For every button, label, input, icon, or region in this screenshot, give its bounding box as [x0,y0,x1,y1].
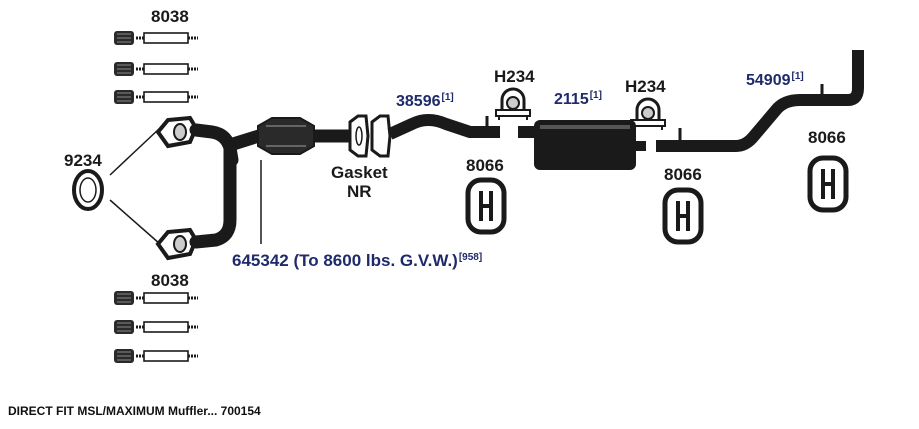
hanger-isolator-3 [810,158,846,210]
hanger-isolator-2 [665,190,701,242]
converter-part-label[interactable]: 645342 (To 8600 lbs. G.V.W.)[958] [232,252,482,269]
bolt-kit-bottom [112,289,200,365]
flange-pair [348,114,392,158]
converter-part-number: 645342 (To 8600 lbs. G.V.W.) [232,251,458,270]
converter-part-note: [958] [458,252,483,263]
clamp-left-label: H234 [494,67,535,86]
y-pipe [189,123,269,249]
front-pipe-part-note: [1] [441,92,454,103]
hanger-2-label: 8066 [664,165,702,184]
clamp-left [494,87,532,122]
clamp-right-label: H234 [625,77,666,96]
front-pipe-part-label[interactable]: 38596[1] [396,93,454,110]
gasket-nr-label-line2: NR [347,182,372,201]
hardware-top-label: 8038 [151,7,189,26]
front-pipe-part-number: 38596 [396,93,441,110]
muffler-body [518,120,646,170]
tailpipe-part-number: 54909 [746,72,791,89]
front-pipe [387,114,500,140]
hanger-isolator-1 [468,180,504,232]
clamp-right [629,97,667,132]
hardware-bottom-label: 8038 [151,271,189,290]
bolt-kit-top [112,29,200,106]
muffler-part-number: 2115 [554,91,589,108]
tailpipe-part-label[interactable]: 54909[1] [746,72,804,89]
gasket-ring [72,169,104,211]
gasket-callout-lines [109,127,161,245]
muffler-part-note: [1] [589,90,602,101]
muffler-part-label[interactable]: 2115[1] [554,91,602,108]
diagram-caption: DIRECT FIT MSL/MAXIMUM Muffler... 700154 [8,404,261,418]
manifold-flange-bottom [155,227,199,261]
gasket-label: 9234 [64,151,102,170]
catalytic-converter [257,117,315,155]
gasket-nr-label-line1: Gasket [331,163,388,182]
hanger-3-label: 8066 [808,128,846,147]
tailpipe-part-note: [1] [791,71,804,82]
hanger-1-label: 8066 [466,156,504,175]
tailpipe [656,50,864,152]
